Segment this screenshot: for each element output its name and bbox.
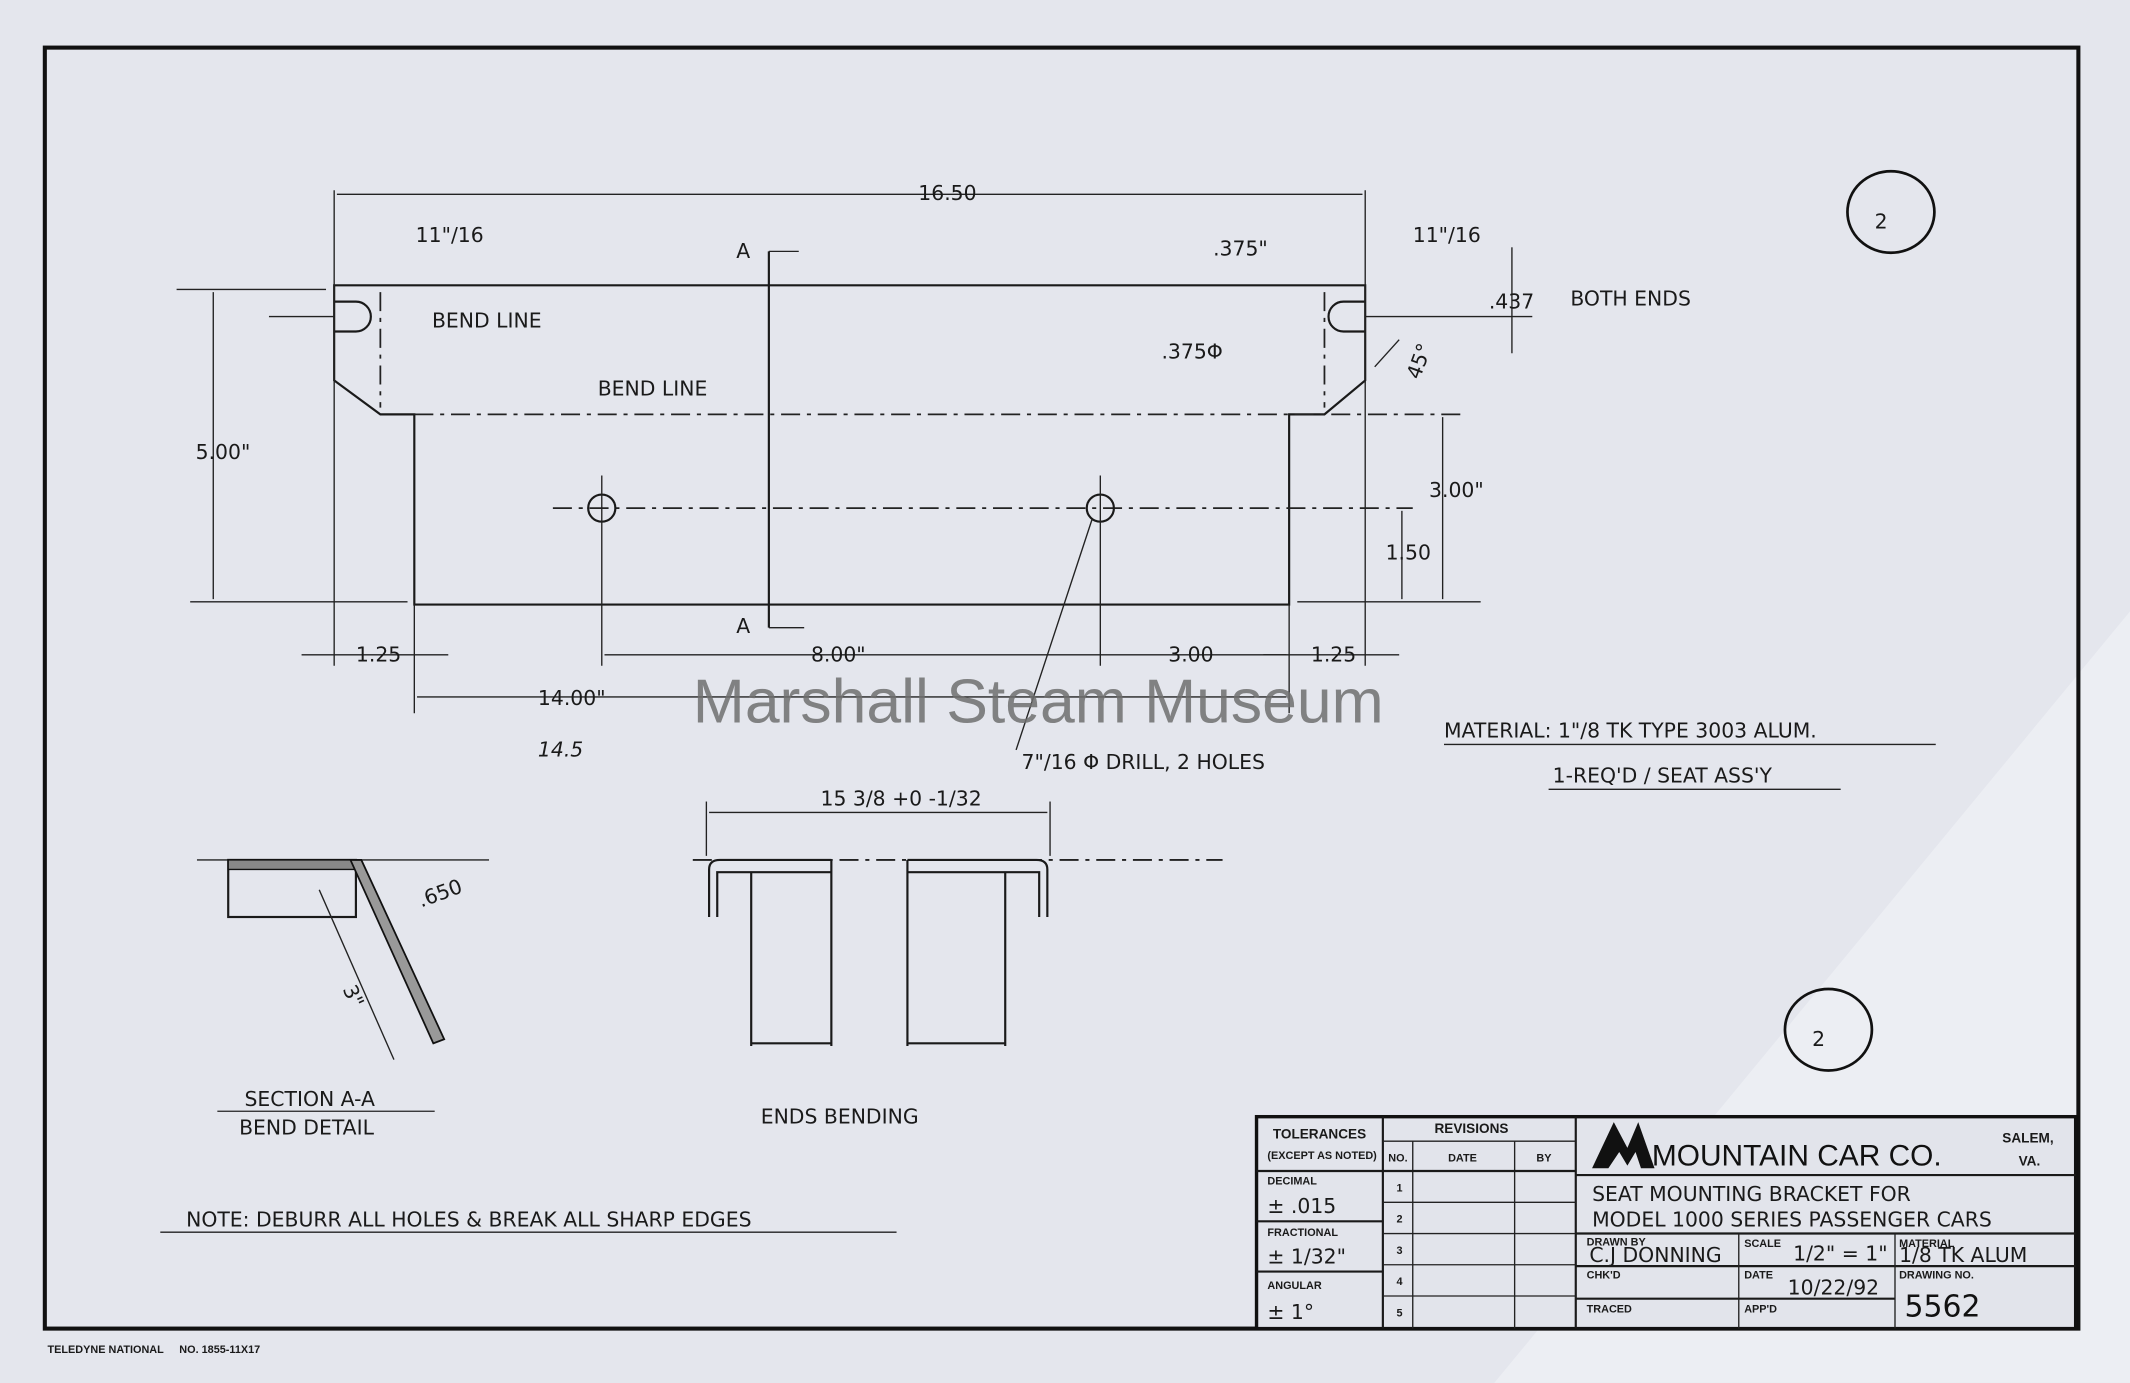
dim-flange-right: 11"/16 [1413, 223, 1481, 247]
quantity-note: 1-REQ'D / SEAT ASS'Y [1553, 764, 1773, 788]
company-name: MOUNTAIN CAR CO. [1652, 1140, 1942, 1173]
ends-bending-dim: 15 3/8 +0 -1/32 [820, 787, 981, 811]
left-slot [334, 300, 372, 333]
approved-label: APP'D [1744, 1303, 1777, 1315]
dim-hole-height: 3.00" [1429, 478, 1484, 502]
except-label: (EXCEPT AS NOTED) [1267, 1150, 1377, 1162]
angle-leader [1374, 339, 1400, 368]
material-label: MATERIAL [1899, 1238, 1955, 1250]
title-block-frame [1254, 1114, 2078, 1331]
rev-col-date: DATE [1448, 1153, 1477, 1165]
rev-row-number: 3 [1396, 1245, 1402, 1257]
scale-label: SCALE [1744, 1238, 1781, 1250]
rev-row-number: 4 [1396, 1276, 1402, 1288]
dim-overall-width: 16.50 [918, 181, 976, 205]
ends-bending-view: 15 3/8 +0 -1/32 ENDS BENDING [692, 787, 1223, 1128]
drill-leader [1015, 518, 1093, 751]
rev-row-number: 2 [1396, 1214, 1402, 1226]
dim-hole-to-edge: 3.00 [1168, 643, 1213, 667]
section-a-a-view: 3" .650 SECTION A-A BEND DETAIL [196, 858, 490, 1139]
dim-slot-width: .437 [1489, 289, 1534, 313]
section-a-top-label: A [736, 239, 750, 263]
section-a-bottom-label: A [736, 614, 750, 638]
rev-col-no: NO. [1388, 1153, 1407, 1165]
dim-base-width: 14.00" [538, 686, 606, 710]
section-hatched-top [227, 859, 357, 871]
sheet-number-top: 2 [1875, 209, 1888, 233]
footer-brand: TELEDYNE NATIONAL [48, 1344, 165, 1356]
dim-flange-left: 11"/16 [416, 223, 484, 247]
date-value: 10/22/92 [1788, 1276, 1879, 1300]
dim-hole-center: 1.50 [1386, 541, 1431, 565]
dim-slot-dia: .375Φ [1161, 340, 1222, 364]
left-bent-end [708, 858, 832, 917]
dim-left-tab: 1.25 [356, 643, 401, 667]
material-value: 1/8 TK ALUM [1899, 1243, 2027, 1267]
section-hatched-leg [349, 859, 446, 1045]
company-city: SALEM, [2002, 1130, 2053, 1145]
drawn-by-label: DRAWN BY [1587, 1237, 1647, 1249]
decimal-label: DECIMAL [1267, 1176, 1317, 1188]
company-state: VA. [2019, 1154, 2041, 1169]
bend-line-label-1: BEND LINE [432, 308, 542, 332]
traced-label: TRACED [1587, 1303, 1632, 1315]
dim-right-tab: 1.25 [1311, 643, 1356, 667]
both-ends-note: BOTH ENDS [1570, 287, 1691, 311]
plan-view: A A 16.50 11"/16 11"/16 .375" .437 BOTH … [176, 181, 1691, 774]
drawing-title-line-2: MODEL 1000 SERIES PASSENGER CARS [1592, 1208, 1992, 1232]
ends-bending-title: ENDS BENDING [761, 1104, 919, 1128]
drawn-by: C.J DONNING [1589, 1243, 1721, 1267]
bend-line-label-2: BEND LINE [598, 376, 708, 400]
right-bent-end [907, 858, 1049, 917]
title-block: TOLERANCES (EXCEPT AS NOTED) DECIMAL ± .… [1254, 1114, 2078, 1331]
dim-slot-offset: .375" [1213, 236, 1268, 260]
right-bent-end-inner [907, 871, 1041, 917]
scale-value: 1/2" = 1" [1793, 1242, 1887, 1266]
company-logo-icon [1592, 1122, 1655, 1169]
dim-hole-spacing: 8.00" [811, 643, 866, 667]
right-slot [1327, 300, 1366, 333]
dim-height: 5.00" [196, 440, 251, 464]
checked-label: CHK'D [1587, 1269, 1621, 1281]
rev-row-number: 5 [1396, 1307, 1402, 1319]
section-title: SECTION A-A [245, 1087, 376, 1111]
fractional-value: ± 1/32" [1267, 1244, 1346, 1268]
watermark: Marshall Steam Museum [693, 667, 1384, 737]
angular-value: ± 1° [1267, 1300, 1314, 1324]
dimension-line [318, 889, 395, 1060]
footer-form-number: NO. 1855-11X17 [179, 1344, 260, 1356]
sheet-number-bottom: 2 [1812, 1027, 1825, 1051]
section-subtitle: BEND DETAIL [239, 1115, 375, 1139]
decimal-value: ± .015 [1267, 1194, 1336, 1218]
tolerances-label: TOLERANCES [1273, 1126, 1366, 1141]
sheet-circle-top [1846, 169, 1936, 255]
drill-note: 7"/16 Φ DRILL, 2 HOLES [1022, 750, 1265, 774]
general-note: NOTE: DEBURR ALL HOLES & BREAK ALL SHARP… [186, 1208, 751, 1232]
angular-label: ANGULAR [1267, 1280, 1321, 1292]
handwritten-correction: 14.5 [538, 738, 583, 762]
drawing-title-line-1: SEAT MOUNTING BRACKET FOR [1592, 1182, 1911, 1206]
date-label: DATE [1744, 1269, 1773, 1281]
sheet-circle-bottom [1783, 987, 1874, 1072]
revisions-label: REVISIONS [1434, 1121, 1508, 1136]
material-note: MATERIAL: 1"/8 TK TYPE 3003 ALUM. [1444, 719, 1817, 743]
fractional-label: FRACTIONAL [1267, 1227, 1338, 1239]
drawing-number: 5562 [1905, 1289, 1981, 1324]
rev-row-number: 1 [1396, 1182, 1402, 1194]
drawing-border [42, 45, 2081, 1331]
left-bent-end-inner [716, 871, 832, 917]
drawing-no-label: DRAWING NO. [1899, 1269, 1974, 1281]
rev-col-by: BY [1536, 1153, 1552, 1165]
